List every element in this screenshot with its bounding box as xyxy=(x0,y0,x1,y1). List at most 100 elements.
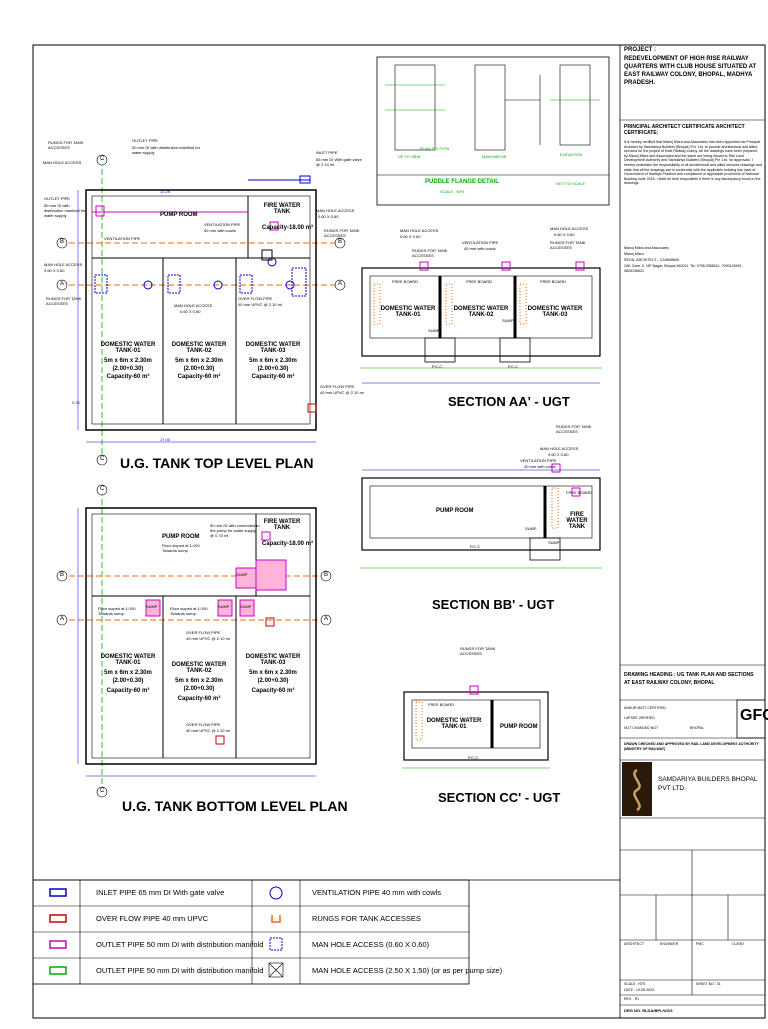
overflow-note-bottom-2: 40 mm UPVC @ 2.10 ml xyxy=(186,728,230,733)
sec-bb-pcc: P.C.C xyxy=(470,544,481,549)
inlet-pipe-note: 65 mm DI With gate valve @ 2.10 ml xyxy=(316,157,362,167)
outlet-pipe-note: 50 mm DI with distribution manifold for … xyxy=(132,145,201,155)
sheet-border xyxy=(32,44,766,1019)
axis-a-right: A xyxy=(338,281,343,287)
tank-2-cap-bottom: Capacity-60 m³ xyxy=(177,696,221,702)
sec-cc-pcc: P.C.C xyxy=(468,755,479,760)
sec-aa-free-board-1: FREE BOARD xyxy=(392,279,419,284)
tank-1-size: 5m x 6m x 2.30m xyxy=(104,358,152,364)
legend-inlet-symbol xyxy=(49,888,67,897)
sign-pmc: PMC xyxy=(696,942,704,946)
tank-3-depth: (2.00+0.30) xyxy=(257,366,289,372)
manhole-size-right: 0.60 X 0.60 xyxy=(318,214,339,219)
dim-0-25: 0.25 xyxy=(72,400,80,405)
fire-tank-label: FIRE WATER TANK xyxy=(263,203,301,215)
legend-rungs-label: RUNGS FOR TANK ACCESSES xyxy=(312,914,421,923)
sump-box-3 xyxy=(239,599,255,617)
approval-a2: LAPSEE VERIFIED xyxy=(624,716,655,720)
tank-2-capacity: Capacity-60 m³ xyxy=(177,374,221,380)
axis-a-left-bottom: A xyxy=(60,616,65,622)
sign-client: CLIENT xyxy=(732,942,745,946)
elevation-label: ELEVATION xyxy=(560,152,582,157)
sec-aa-manhole-right: MAN HOLE ACCESS xyxy=(550,226,589,231)
axis-a-left: A xyxy=(60,281,65,287)
certificate-address: 346, Zone -II, MP Nagar, Bhopal 462011. … xyxy=(624,264,743,273)
axis-b-left: B xyxy=(60,239,65,245)
manhole-icon-4 xyxy=(291,267,307,297)
section-bb-title: SECTION BB' - UGT xyxy=(432,597,555,612)
bottom-outlet-marker xyxy=(261,531,271,541)
sec-aa-manhole-right-size: 0.60 X 0.60 xyxy=(554,232,575,237)
sec-bb-sump-1: SUMP xyxy=(525,526,537,531)
overflow-note: 40 mm UPVC @ 2.10 ml xyxy=(238,302,282,307)
dim-17-00: 17.00 xyxy=(160,437,171,442)
overflow-label-bottom: OVER FLOW PIPE xyxy=(186,630,221,635)
title-block xyxy=(620,119,766,1006)
pump-connected-note: 50 mm DI with connected to the pump for … xyxy=(210,523,260,538)
fire-tank-label-bottom: FIRE WATER TANK xyxy=(263,519,301,531)
overflow-note-bottom: 40 mm UPVC @ 2.10 ml xyxy=(186,636,230,641)
footer-rev: REV. : R1 xyxy=(624,997,640,1001)
firm-name: SAMDARIYA BUILDERS BHOPAL PVT LTD. xyxy=(658,776,758,792)
sec-bb-fire-tank: FIRE WATER TANK xyxy=(566,512,588,530)
outlet-pipe-marker xyxy=(95,205,105,217)
sump-label-3: SUMP xyxy=(240,604,252,609)
certificate-firm: Manoj Misra and Associates xyxy=(624,246,669,250)
sec-aa-sump-2: SUMP xyxy=(502,318,514,323)
tank-2-depth-bottom: (2.00+0.30) xyxy=(183,686,215,692)
floor-slope-pump: Floor sloped at 1:100 Towards sump xyxy=(162,543,200,553)
tank-2-name-bottom: DOMESTIC WATER TANK-02 xyxy=(171,662,227,674)
section-aa xyxy=(360,261,602,384)
sec-cc-free-board: FREE BOARD xyxy=(428,702,455,707)
sec-cc-pump-room: PUMP ROOM xyxy=(500,724,538,730)
outlet-pipe-label-left: OUTLET PIPE xyxy=(44,196,70,201)
drawing-heading-label: DRAWING HEADING : UG TANK PLAN AND SECTI… xyxy=(624,672,754,678)
rungs-label-left-2: RUNGS FOR TANK ACCESSES xyxy=(46,296,82,306)
manhole-size-mid: 0.60 X 0.60 xyxy=(180,309,201,314)
pump-room-label-bottom: PUMP ROOM xyxy=(162,534,200,540)
sec-bb-manhole-size: 0.60 X 0.60 xyxy=(548,452,569,457)
axis-c-bottom: C xyxy=(100,456,105,462)
puddle-flange-scale: SCALE : NTS xyxy=(440,189,465,194)
bottom-overflow-marker-2 xyxy=(215,735,225,745)
tank-1-depth-bottom: (2.00+0.30) xyxy=(112,678,144,684)
overflow-label-right: OVER FLOW PIPE xyxy=(320,384,355,389)
approval-a4: BHOPAL xyxy=(690,726,704,730)
drawing-heading-sub: AT EAST RAILWAY COLONY, BHOPAL xyxy=(624,680,715,686)
sec-cc-rungs: RUNGS FOR TANK ACCESSES xyxy=(460,646,496,656)
vent-pipe-label-2: VENTILATION PIPE xyxy=(204,222,241,227)
legend-vent-label: VENTILATION PIPE 40 mm with cowls xyxy=(312,888,442,897)
certificate-name: Manoj Misra xyxy=(624,252,644,256)
tank-1-name: DOMESTIC WATER TANK-01 xyxy=(100,342,156,354)
tank-2-name: DOMESTIC WATER TANK-02 xyxy=(171,342,227,354)
sec-aa-tank-2: DOMESTIC WATER TANK-02 xyxy=(453,306,509,318)
sec-bb-vent: VENTILATION PIPE xyxy=(520,458,557,463)
sec-aa-free-board-2: FREE BOARD xyxy=(466,279,493,284)
sec-cc-tank-1: DOMESTIC WATER TANK-01 xyxy=(426,718,482,730)
legend-outlet-alt-label: OUTLET PIPE 50 mm DI with distribution m… xyxy=(96,966,264,975)
floor-slope-2: Floor sloped at 1:100 Towards sump xyxy=(170,606,208,616)
top-plan-outer-wall xyxy=(85,189,317,431)
overflow-marker xyxy=(307,403,317,413)
sump-label-pump: SUMP xyxy=(236,572,248,577)
sec-aa-rungs: RUNGS FOR TANK ACCESSES xyxy=(412,248,448,258)
plan-section-label: PLAN SECTION xyxy=(420,146,450,151)
sec-aa-vent-note: 40 mm with cowls xyxy=(464,246,496,251)
tank-1-capacity: Capacity-60 m³ xyxy=(106,374,150,380)
axis-c-bottom-bottom: C xyxy=(100,788,105,794)
axis-b-right-bottom: B xyxy=(324,572,329,578)
top-plan-title: U.G. TANK TOP LEVEL PLAN xyxy=(120,455,314,471)
tank-1-cap-bottom: Capacity-60 m³ xyxy=(106,688,150,694)
tank-1-size-bottom: 5m x 6m x 2.30m xyxy=(104,670,152,676)
pump-room-label: PUMP ROOM xyxy=(160,212,198,218)
bottom-plan-outer-wall xyxy=(85,507,317,765)
vent-pipe-icon xyxy=(269,886,283,900)
section-cc-title: SECTION CC' - UGT xyxy=(438,790,561,805)
vent-pipe-note-2: 40 mm with cowls xyxy=(204,228,236,233)
legend-outlet-symbol xyxy=(49,940,67,949)
inlet-pipe-label: INLET PIPE xyxy=(316,150,338,155)
approval-a1: ANKUR MATT CERTIFIED xyxy=(624,706,666,710)
tank-3-cap-bottom: Capacity-60 m³ xyxy=(251,688,295,694)
project-label: PROJECT : xyxy=(624,47,657,53)
